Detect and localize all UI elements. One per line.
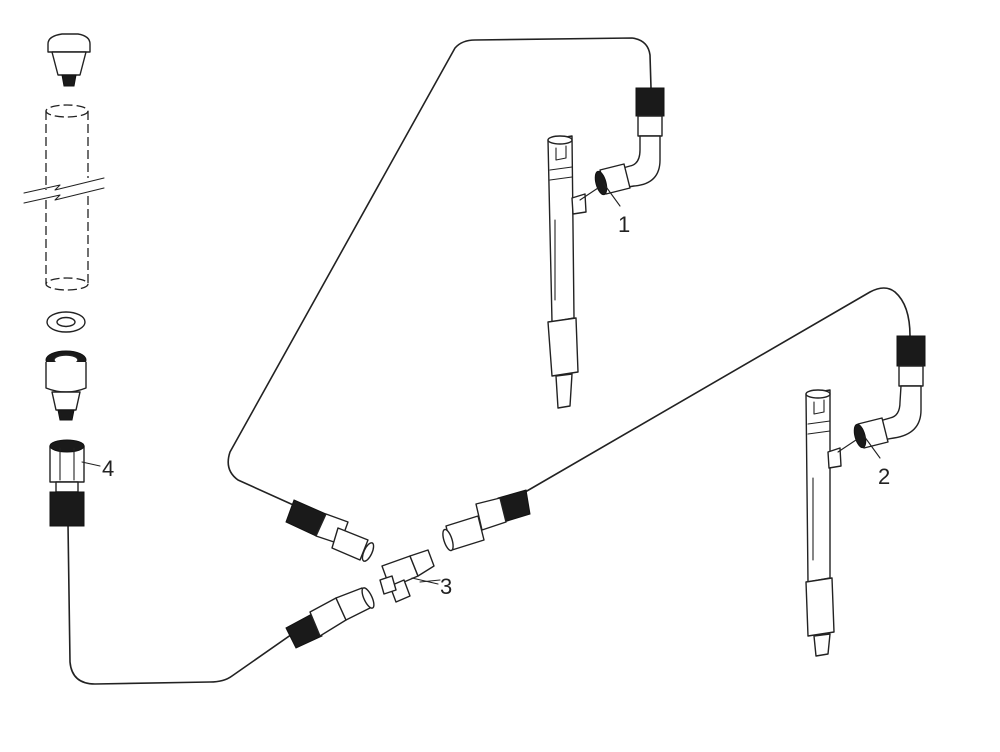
- tee-lower-left-fitting: [285, 587, 375, 649]
- top-cap: [47, 33, 91, 53]
- tee-upper-left-fitting: [285, 499, 375, 562]
- tee-assembly: [285, 489, 531, 649]
- injector-1: [547, 135, 587, 409]
- strainer-fitting: [45, 350, 87, 421]
- injector-pipe-connection-2: [837, 335, 926, 453]
- pipe-lines: [67, 37, 911, 685]
- inlet-union-nut: [49, 439, 85, 527]
- callout-leaders: [81, 183, 881, 585]
- inlet-assembly: [23, 33, 105, 527]
- pipe-to-injector-1: [227, 37, 652, 509]
- callout-2: 2: [878, 464, 890, 489]
- callout-3: 3: [440, 574, 452, 599]
- pipe-to-inlet: [67, 523, 296, 685]
- injector-2: [805, 389, 842, 657]
- filter-tube: [23, 104, 105, 291]
- callout-1: 1: [618, 212, 630, 237]
- tee-right-fitting: [442, 489, 531, 552]
- pipe-to-injector-2: [519, 287, 911, 496]
- tee-fitting: [379, 549, 441, 603]
- injector-pipe-connection-1: [579, 87, 665, 201]
- callout-4: 4: [102, 456, 114, 481]
